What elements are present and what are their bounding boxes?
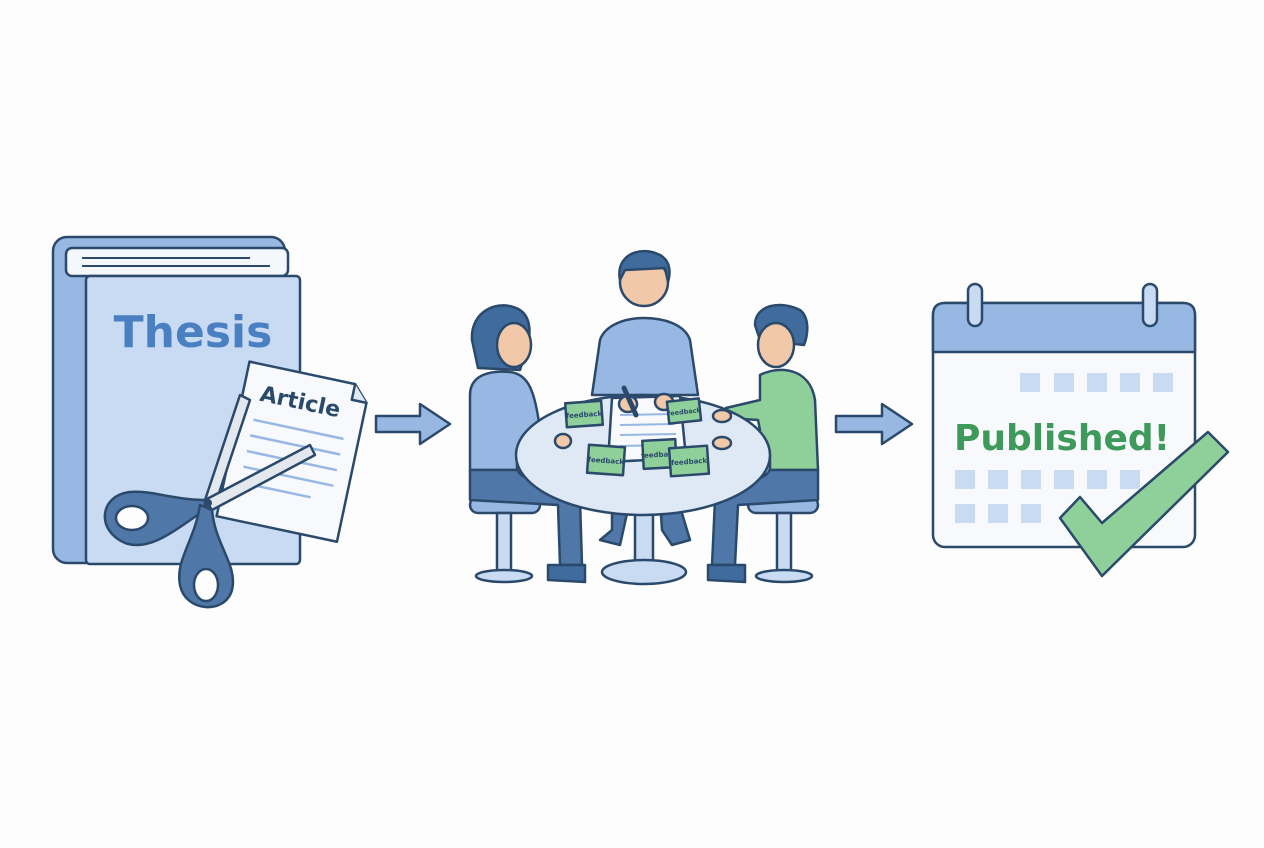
arrow-right-icon bbox=[374, 402, 452, 446]
feedback-note: feedback bbox=[563, 399, 605, 429]
feedback-note: feedback bbox=[667, 444, 711, 478]
note-text: feedback bbox=[566, 410, 603, 421]
note-text: feedback bbox=[671, 457, 708, 468]
note-text: feedback bbox=[641, 450, 678, 460]
calendar-icon: Published! bbox=[931, 282, 1197, 549]
review-meeting: feedback feedback feedback feedback feed… bbox=[468, 249, 820, 586]
book-title: Thesis bbox=[114, 307, 273, 358]
scissors-icon bbox=[103, 393, 317, 609]
thesis-book: Thesis bbox=[51, 235, 302, 566]
note-text: feedback bbox=[667, 406, 702, 418]
note-text: feedback bbox=[588, 456, 625, 467]
feedback-note: feedback bbox=[665, 397, 703, 425]
checkmark-icon bbox=[1058, 430, 1230, 578]
feedback-note: feedback bbox=[585, 443, 627, 477]
arrow-right-icon bbox=[834, 402, 914, 446]
published-status: Published! bbox=[954, 418, 1170, 459]
